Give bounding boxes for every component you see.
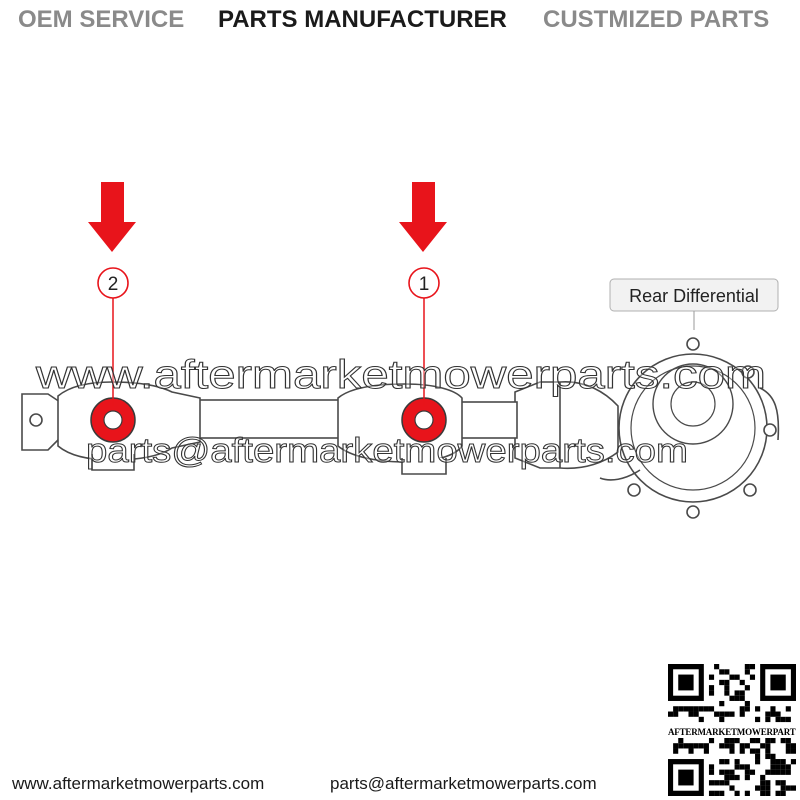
- header-banner: OEM SERVICE PARTS MANUFACTURER CUSTMIZED…: [0, 0, 800, 40]
- qr-code[interactable]: [668, 664, 796, 796]
- arrow-2-down-icon: [88, 182, 136, 252]
- callout-2: 2: [97, 267, 129, 406]
- banner-oem-service: OEM SERVICE: [18, 6, 185, 33]
- rear-differential-label: Rear Differential: [609, 278, 779, 330]
- bushing-1[interactable]: [401, 397, 447, 443]
- callout-2-number: 2: [108, 274, 119, 295]
- watermark-site: www.aftermarketmowerparts.com: [35, 353, 766, 397]
- arrow-1-down-icon: [399, 182, 447, 252]
- footer-email-link[interactable]: parts@aftermarketmowerparts.com: [330, 774, 597, 793]
- rear-differential-housing: [599, 337, 780, 519]
- bushing-2[interactable]: [90, 397, 136, 443]
- front-yoke: [21, 393, 61, 451]
- pinion-yoke: [514, 381, 619, 470]
- footer-website-link[interactable]: www.aftermarketmowerparts.com: [12, 774, 265, 793]
- banner-customized-parts: CUSTMIZED PARTS: [543, 6, 770, 33]
- callout-1: 1: [408, 267, 440, 406]
- watermark: www.aftermarketmowerparts.com parts@afte…: [34, 353, 766, 471]
- shaft-tube: [194, 399, 518, 439]
- watermark-email: parts@aftermarketmowerparts.com: [86, 432, 688, 470]
- banner-parts-manufacturer: PARTS MANUFACTURER: [218, 6, 507, 33]
- rear-differential-text: Rear Differential: [629, 286, 759, 306]
- qr-caption: AFTERMARKETMOWERPARTS: [668, 726, 796, 738]
- callout-1-number: 1: [419, 274, 430, 295]
- footer-contact: www.aftermarketmowerparts.com parts@afte…: [0, 760, 660, 800]
